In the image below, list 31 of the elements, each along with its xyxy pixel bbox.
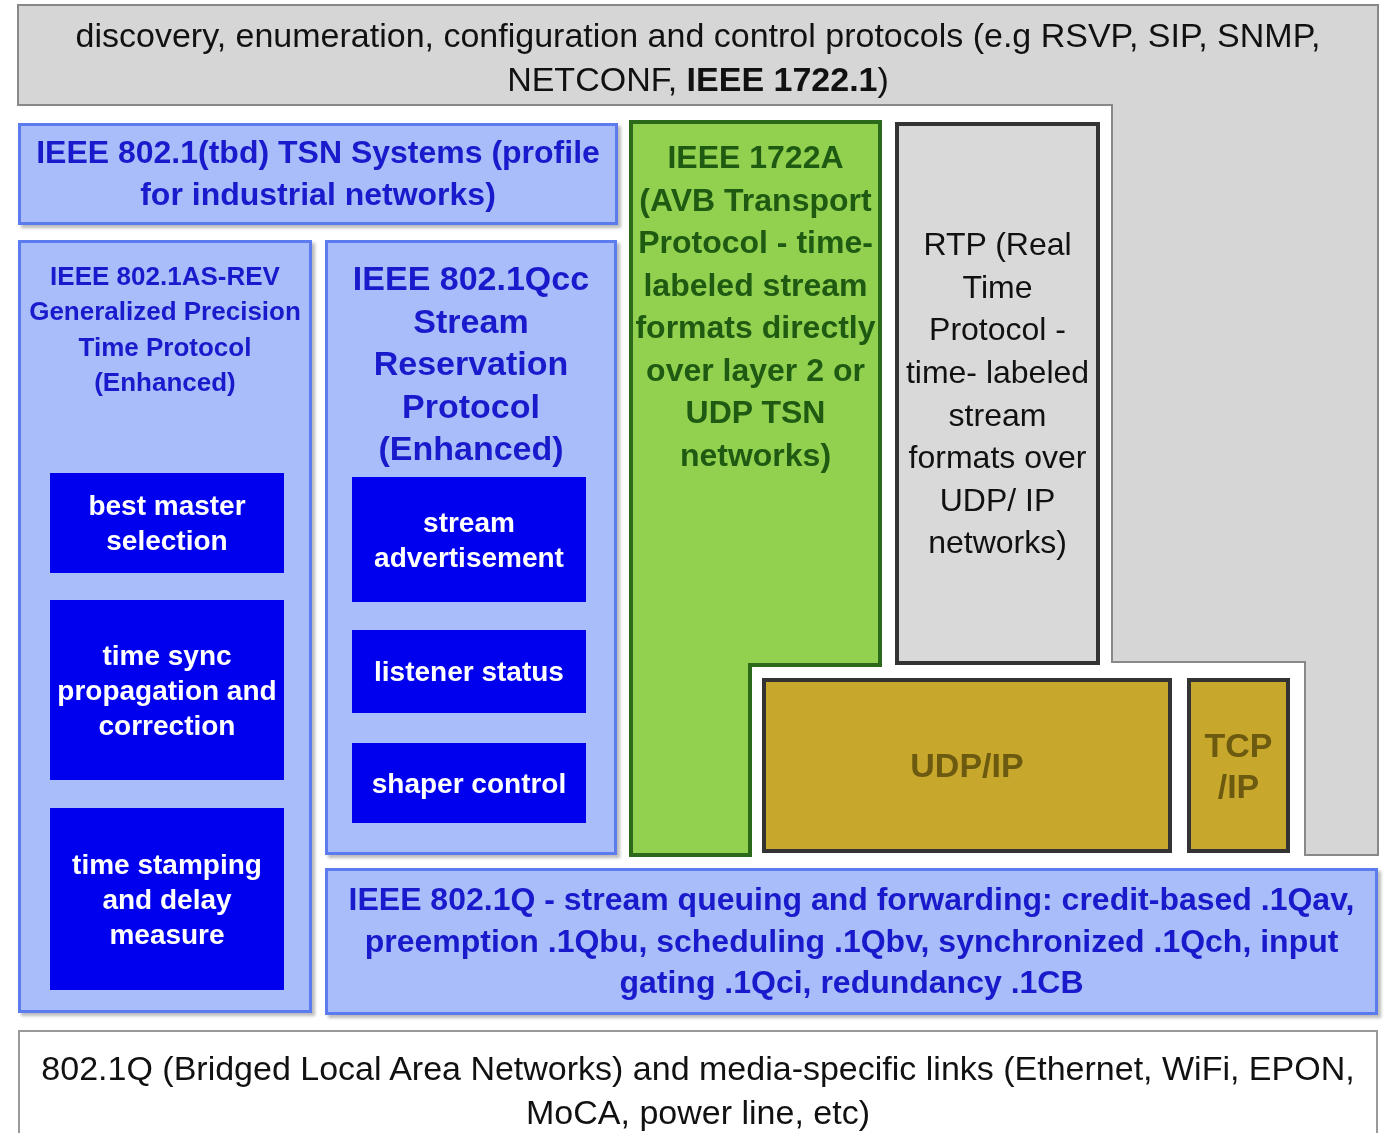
box-text: shaper control: [371, 766, 567, 801]
function-box: [50, 473, 284, 573]
box-text: IEEE 802.1Qcc Stream Reservation Protocol (Enhanced): [351, 258, 591, 469]
protocol-box: [762, 678, 1172, 853]
box-text: discovery, enumeration, configuration and control protocols (e.g RSVP, SIP, SNMP, NETCONF, IEEE 1722.1): [74, 15, 1322, 101]
box-text: time sync propagation and correction: [56, 638, 278, 743]
function-box: [50, 808, 284, 990]
box-text: IEEE 802.1AS-REV Generalized Precision Time Protocol (Enhanced): [28, 260, 302, 400]
function-box: [352, 743, 586, 823]
box-text: UDP/IP: [910, 745, 1024, 786]
box-text: RTP (Real Time Protocol - time- labeled stream formats over UDP/ IP networks): [904, 225, 1091, 563]
function-box: [352, 630, 586, 713]
box-text: time stamping and delay measure: [71, 847, 263, 952]
protocol-box: [895, 122, 1100, 665]
protocol-box: [1187, 678, 1290, 853]
function-box: [352, 477, 586, 602]
box-text: stream advertisement: [373, 505, 565, 575]
box-text: IEEE 1722A (AVB Transport Protocol - time-labeled stream formats directly over layer 2 or UDP TSN networks): [634, 138, 877, 475]
protocol-layer-panel: [18, 5, 1378, 855]
box-text: 802.1Q (Bridged Local Area Networks) and media-specific links (Ethernet, WiFi, EPON, MoCA, power line, etc): [40, 1048, 1356, 1133]
standard-box: [325, 240, 617, 855]
standard-box: [18, 240, 312, 1013]
box-text: IEEE 802.1Q - stream queuing and forwarding: credit-based .1Qav, preemption .1Qbu, scheduling .1Qbv, synchronized .1Qch, input gating .1Qci, redundancy .1CB: [347, 880, 1356, 1003]
box-text: best master selection: [87, 489, 247, 558]
box-text: listener status: [374, 655, 564, 689]
standard-box: [325, 868, 1378, 1015]
standard-box: [18, 123, 618, 225]
box-text: TCP /IP: [1203, 724, 1274, 807]
link-layer-box: [18, 1030, 1378, 1133]
function-box: [50, 600, 284, 780]
box-text: IEEE 802.1(tbd) TSN Systems (profile for industrial networks): [35, 133, 601, 214]
